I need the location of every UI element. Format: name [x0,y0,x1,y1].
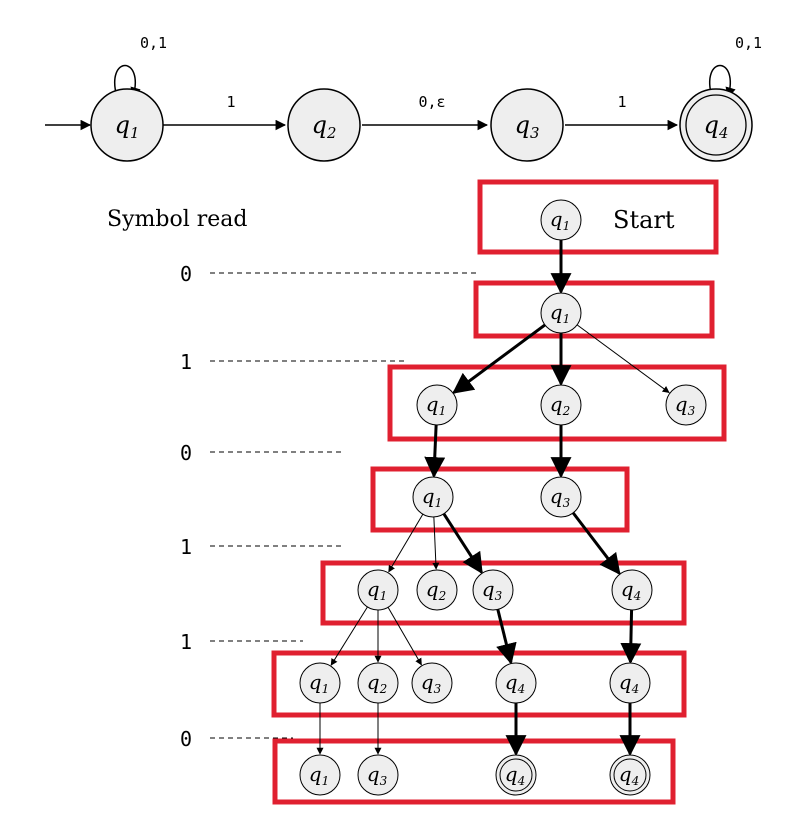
tree-node-q1: q1 [299,662,341,704]
tree-node-q1: q1 [540,199,582,241]
tree-node-q1: q1 [299,754,341,796]
svg-text:q1: q1 [550,300,570,326]
tree-node-q3: q3 [357,754,399,796]
input-symbols: 0 1 0 1 1 0 [180,262,480,751]
tree-node-q4: q4 [611,569,653,611]
svg-text:q4: q4 [619,670,639,696]
level-boxes [271,179,727,805]
tree-node-q3: q3 [472,569,514,611]
svg-text:q2: q2 [426,577,446,603]
tree-node-q4: q4 [495,754,537,796]
tree-edge [620,609,642,665]
svg-text:q4: q4 [619,762,639,788]
svg-text:q3: q3 [550,484,571,510]
svg-text:q1: q1 [426,392,446,418]
self-loop-q1 [114,64,141,99]
svg-text:q4: q4 [621,577,641,603]
level-box [271,650,687,718]
state-q1: q1 [90,88,164,162]
svg-text:q3: q3 [421,670,442,696]
tree-node-q3: q3 [665,384,707,426]
input-symbol: 1 [180,630,192,654]
start-label: Start [613,206,675,234]
tree-edge [424,424,446,479]
tree-edge [496,609,517,665]
nfa-state-diagram: 0,1 0,1 1 0,ε 1 q1 q2 q3 q4 [45,34,762,162]
svg-text:q1: q1 [309,762,329,788]
svg-text:q4: q4 [505,762,525,788]
tree-node-q2: q2 [416,569,458,611]
tree-node-q2: q2 [357,662,399,704]
tree-node-q3: q3 [540,476,582,518]
tree-node-q2: q2 [540,384,582,426]
input-symbol: 0 [180,262,192,286]
svg-text:q2: q2 [550,392,570,418]
tree-edge [576,324,670,393]
level-box [320,560,687,626]
tree-node-q1: q1 [416,384,458,426]
level-box [473,280,715,339]
svg-text:q1: q1 [550,207,570,233]
svg-text:q3: q3 [515,111,540,142]
self-loop-q1-label: 0,1 [140,34,167,52]
tree-edge [387,607,422,666]
self-loop-q4-label: 0,1 [735,34,762,52]
tree-edge [432,516,440,570]
level-box [272,738,676,805]
tree-node-q4: q4 [609,754,651,796]
level-box [477,179,719,255]
state-q4-accept: q4 [679,88,753,162]
tree-edge [452,323,546,394]
input-symbol: 0 [180,727,192,751]
svg-text:q4: q4 [704,111,729,142]
input-symbol: 1 [180,350,192,374]
svg-text:q1: q1 [422,484,442,510]
transition-q3-q4-label: 1 [617,93,626,111]
tree-node-q4: q4 [609,662,651,704]
tree-node-q1: q1 [540,292,582,334]
input-symbol: 1 [180,535,192,559]
transition-q1-q2-label: 1 [226,93,235,111]
svg-text:q3: q3 [367,762,388,788]
svg-text:q1: q1 [367,577,387,603]
symbol-read-label: Symbol read [107,207,247,232]
svg-text:q1: q1 [115,111,140,142]
tree-node-q3: q3 [411,662,453,704]
level-box [370,466,630,533]
state-q2: q2 [287,88,361,162]
svg-text:q2: q2 [312,111,337,142]
svg-text:q2: q2 [367,670,387,696]
svg-text:q3: q3 [482,577,503,603]
tree-node-q1: q1 [357,569,399,611]
transition-q2-q3-label: 0,ε [418,93,445,111]
state-q3: q3 [490,88,564,162]
tree-edges [316,240,670,757]
svg-text:q3: q3 [675,392,696,418]
tree-nodes: q1 q1 q1 q2 q3 q1 q3 q1 q2 q3 q4 q1 q2 q3 q4 q4 q1 q3 q4 q4 [299,199,707,796]
svg-text:q4: q4 [505,670,525,696]
tree-edge [442,512,483,575]
input-symbol: 0 [180,441,192,465]
tree-edge [388,513,424,573]
tree-edge [571,511,621,575]
tree-edge [330,606,368,666]
svg-text:q1: q1 [309,670,329,696]
tree-node-q1: q1 [412,476,454,518]
self-loop-q4 [709,64,736,99]
tree-node-q4: q4 [495,662,537,704]
